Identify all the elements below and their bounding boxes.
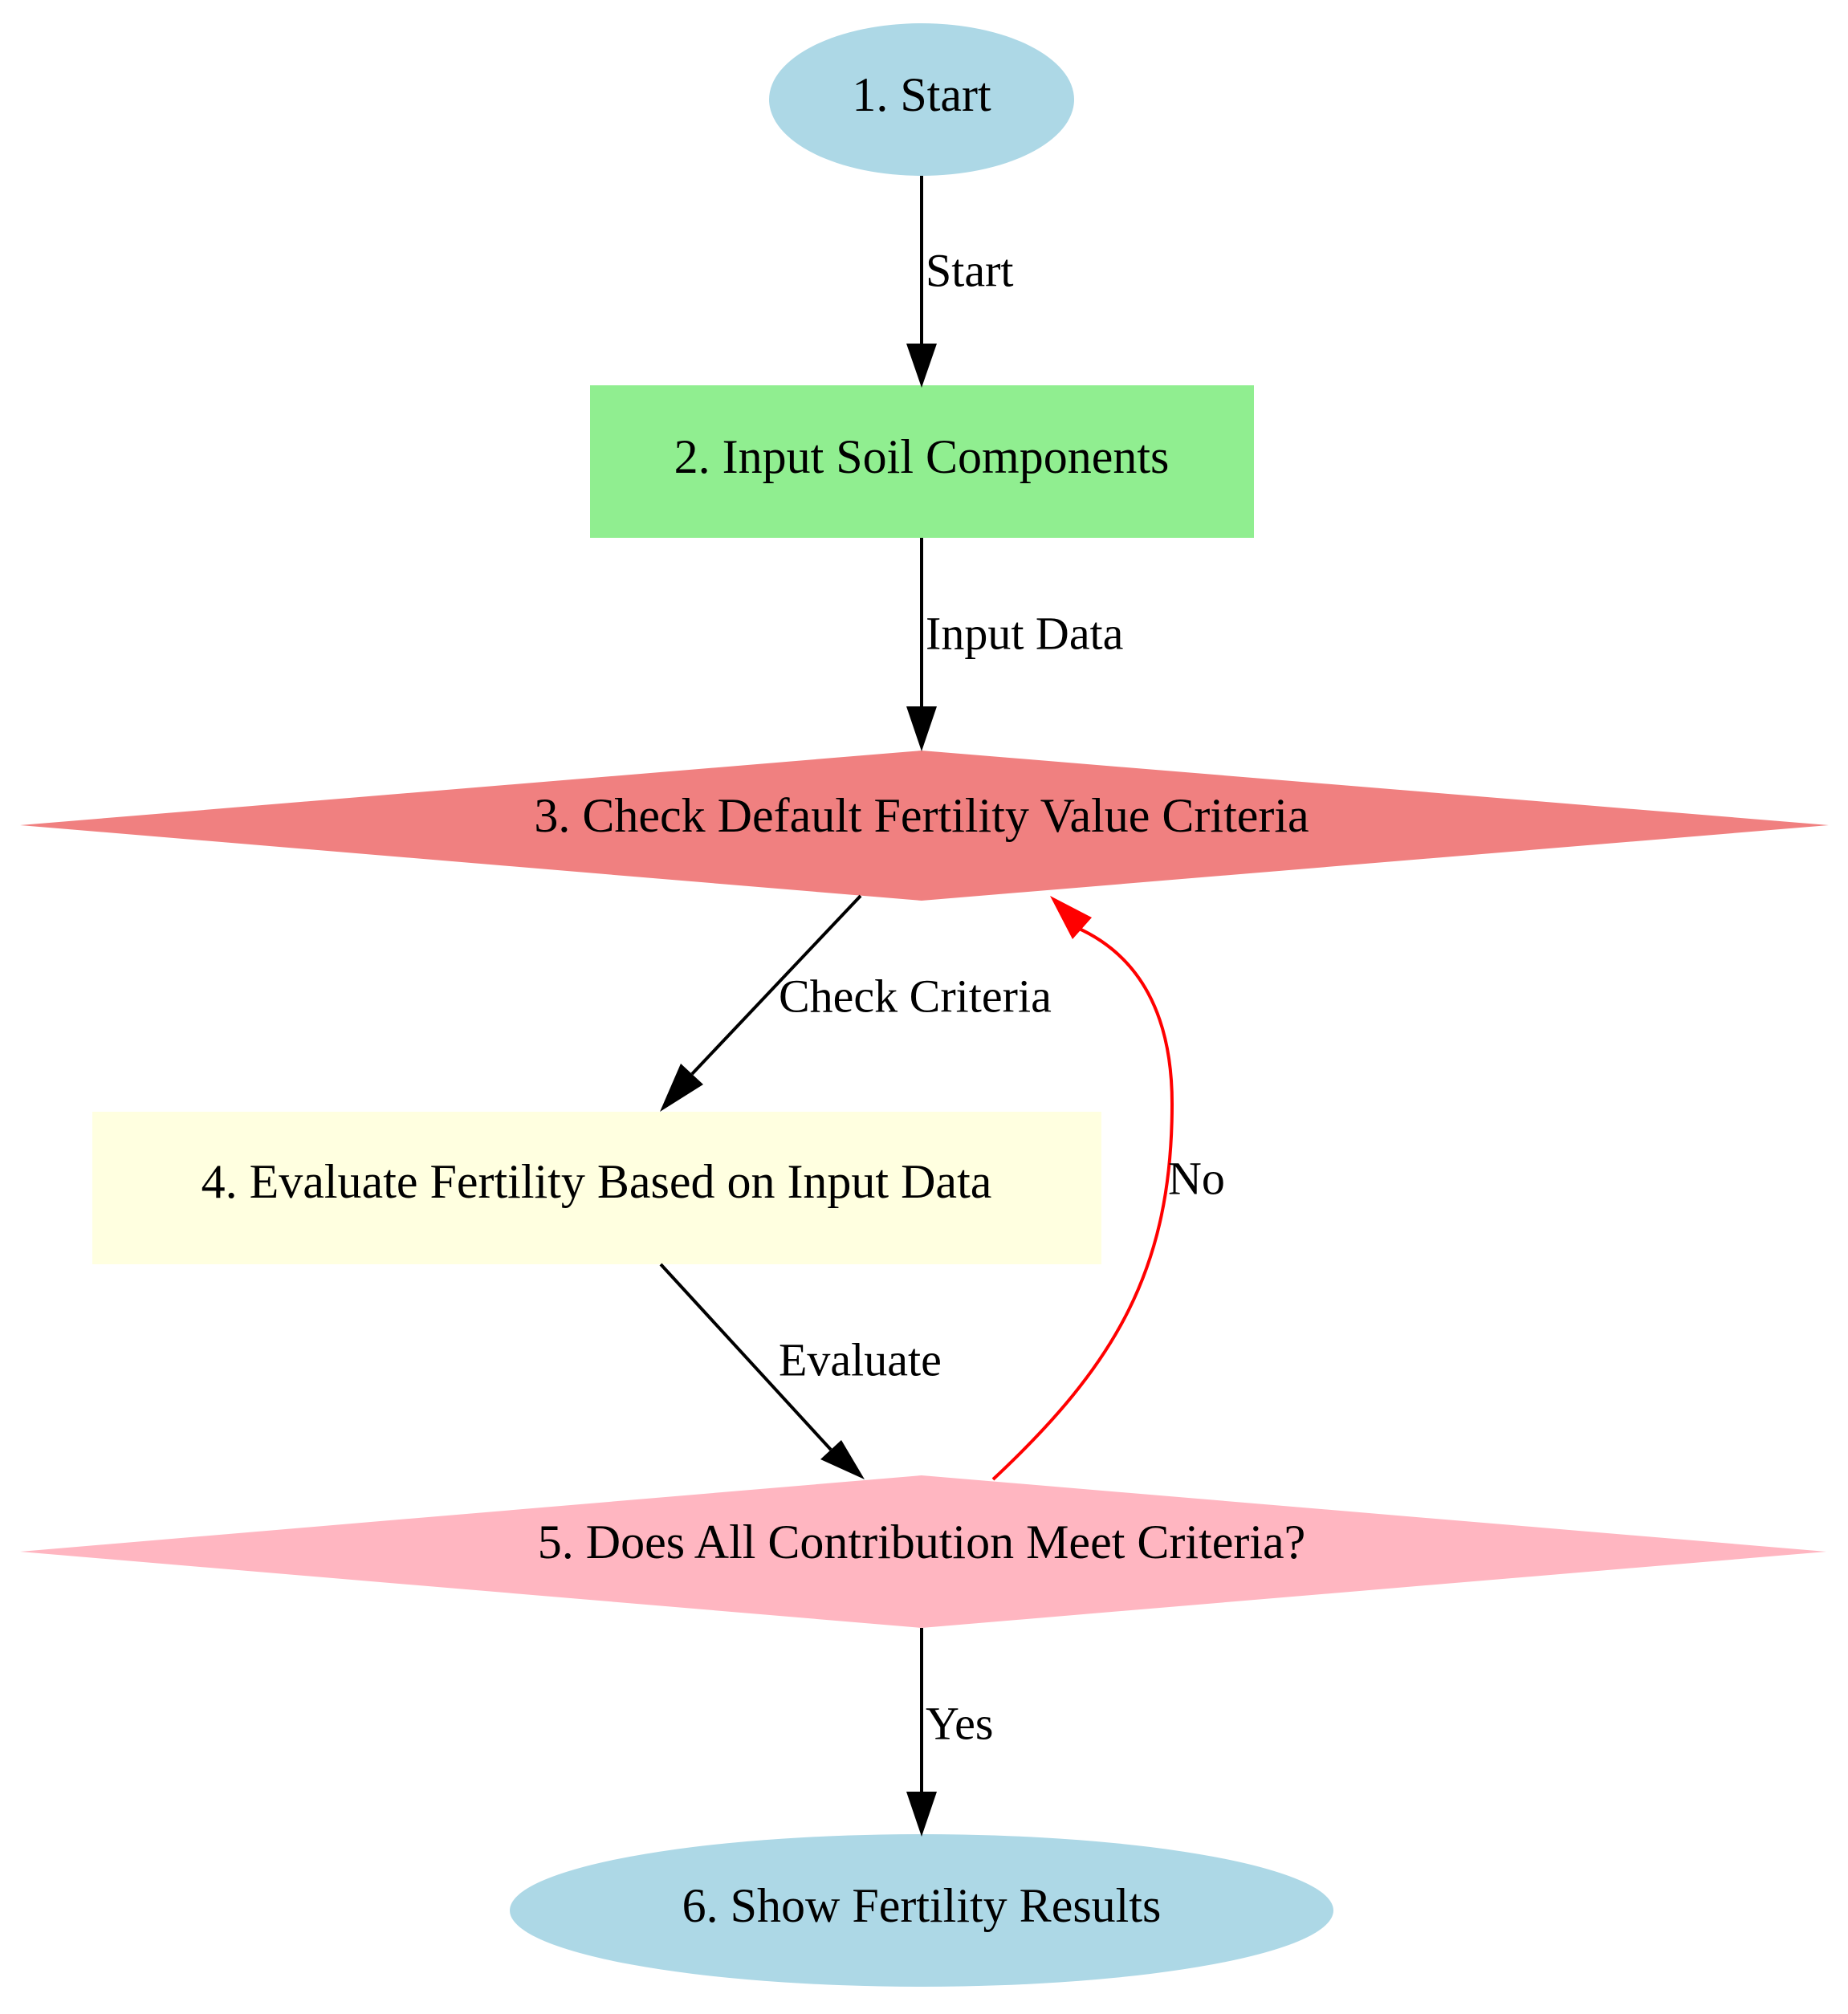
node-evaluate-shape [92, 1112, 1101, 1264]
node-check-default-shape [20, 751, 1829, 901]
edge-no-label: No [1168, 1152, 1225, 1204]
edge-start-label: Start [926, 244, 1014, 296]
node-input-label: 2. Input Soil Components [674, 430, 1170, 483]
edge-input-to-check: Input Data [906, 538, 1123, 751]
edge-evaluate-to-meets: Evaluate [659, 1263, 942, 1479]
edge-start-to-input: Start [906, 176, 1014, 388]
node-start-label: 1. Start [852, 68, 991, 121]
node-show-results[interactable]: 6. Show Fertility Results [510, 1834, 1333, 1987]
node-meets-criteria-decision[interactable]: 5. Does All Contribution Meet Criteria? [20, 1475, 1826, 1628]
edge-no-line [991, 926, 1174, 1481]
node-results-shape [510, 1834, 1333, 1987]
edge-evaluate-line [659, 1263, 832, 1451]
node-evaluate-label: 4. Evaluate Fertility Based on Input Dat… [201, 1155, 992, 1208]
node-input-shape [590, 385, 1254, 538]
edge-input-arrowhead [906, 706, 937, 751]
edge-start-arrowhead [906, 344, 937, 388]
node-evaluate-fertility[interactable]: 4. Evaluate Fertility Based on Input Dat… [92, 1112, 1101, 1264]
edge-input-label: Input Data [926, 607, 1123, 659]
edge-check-label: Check Criteria [779, 970, 1052, 1022]
edge-yes-arrowhead [906, 1792, 937, 1837]
node-start[interactable]: 1. Start [769, 23, 1074, 176]
node-meets-criteria-shape [20, 1475, 1826, 1628]
edge-evaluate-arrowhead [820, 1440, 865, 1479]
node-check-default-label: 3. Check Default Fertility Value Criteri… [534, 789, 1309, 842]
edge-meets-to-check-no: No [991, 896, 1225, 1481]
edge-meets-to-results-yes: Yes [906, 1628, 993, 1837]
edge-yes-label: Yes [926, 1697, 993, 1749]
node-start-shape [769, 23, 1074, 176]
edge-evaluate-label: Evaluate [779, 1333, 942, 1385]
node-check-default-criteria[interactable]: 3. Check Default Fertility Value Criteri… [20, 751, 1829, 901]
node-input-soil-components[interactable]: 2. Input Soil Components [590, 385, 1254, 538]
node-results-label: 6. Show Fertility Results [682, 1879, 1162, 1932]
edge-check-to-evaluate: Check Criteria [660, 894, 1052, 1112]
edge-no-arrowhead [1050, 896, 1092, 939]
node-meets-criteria-label: 5. Does All Contribution Meet Criteria? [538, 1516, 1306, 1568]
edge-check-line [690, 894, 862, 1076]
edge-check-arrowhead [660, 1064, 703, 1112]
